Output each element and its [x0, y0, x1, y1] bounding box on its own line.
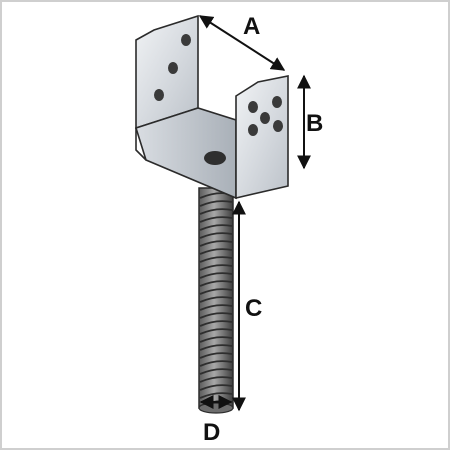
front-plate-hole	[273, 120, 283, 132]
rebar-rib	[199, 360, 233, 367]
rebar-end	[198, 402, 234, 414]
dimension-a-label: A	[243, 13, 260, 40]
dimension-d-label: D	[203, 419, 220, 446]
dimension-a-arrow	[198, 15, 286, 71]
rebar-rib	[199, 216, 233, 223]
rebar-rib	[199, 264, 233, 271]
rebar-rib	[199, 280, 233, 287]
back-plate-hole	[168, 62, 178, 74]
front-plate-hole	[248, 101, 258, 113]
front-plate-hole	[248, 124, 258, 136]
rebar-rib	[199, 336, 233, 343]
rebar-rib	[199, 304, 233, 311]
rebar-rib	[199, 256, 233, 263]
back-plate-hole	[181, 34, 191, 46]
rebar-rib	[199, 352, 233, 359]
rebar-rib	[199, 208, 233, 215]
rebar-rib	[199, 288, 233, 295]
rebar-rib	[199, 344, 233, 351]
rebar-rib	[199, 200, 233, 207]
rebar-rib	[199, 240, 233, 247]
rebar-rib	[199, 368, 233, 375]
rebar-rib	[199, 232, 233, 239]
rebar-ribs	[199, 192, 233, 407]
rebar-rib	[199, 376, 233, 383]
rebar-rib	[199, 272, 233, 279]
rebar-rib	[199, 224, 233, 231]
rebar-rod	[198, 187, 234, 414]
rebar-rib	[199, 248, 233, 255]
u-bracket	[134, 14, 289, 200]
dimension-c-label: C	[245, 295, 262, 322]
front-plate-hole	[260, 112, 270, 124]
base-plate-hole	[204, 151, 226, 165]
rebar-rib	[199, 296, 233, 303]
back-plate-hole	[154, 89, 164, 101]
rebar-rib	[199, 320, 233, 327]
front-plate	[235, 75, 289, 200]
rebar-rib	[199, 384, 233, 391]
rebar-rib	[199, 312, 233, 319]
dimension-b-label: B	[306, 110, 323, 137]
rebar-rib	[199, 328, 233, 335]
front-plate-hole	[272, 96, 282, 108]
